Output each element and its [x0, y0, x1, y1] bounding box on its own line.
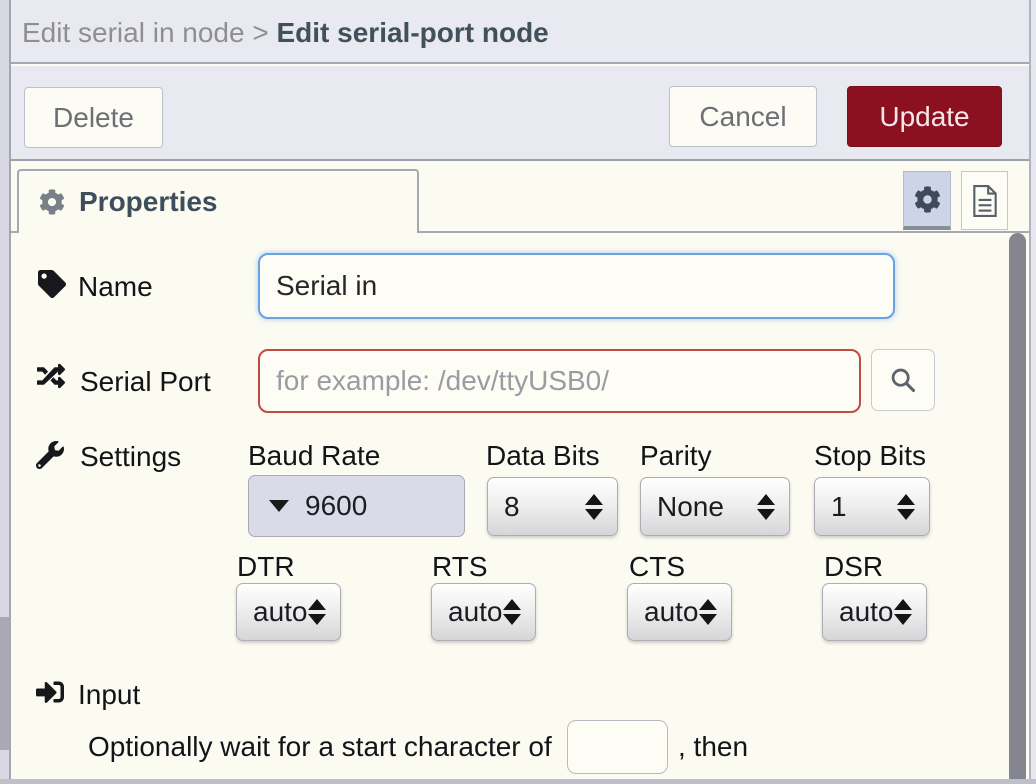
settings-label: Settings [80, 441, 182, 472]
page-bottom-edge [0, 779, 1036, 784]
rts-select[interactable]: auto [431, 583, 536, 641]
tab-properties-label: Properties [79, 186, 218, 217]
name-label: Name [78, 271, 153, 302]
dsr-header: DSR [824, 551, 884, 582]
breadcrumb-parent[interactable]: Edit serial in node [22, 17, 245, 48]
start-character-prefix: Optionally wait for a start character of [88, 731, 552, 762]
stop-bits-value: 1 [831, 490, 847, 522]
left-scrollbar-thumb[interactable] [0, 617, 9, 750]
serial-port-search-button[interactable] [871, 349, 935, 411]
tab-bar-underline [9, 231, 1036, 233]
cts-value: auto [644, 596, 699, 627]
page-left-gutter [0, 0, 9, 784]
rts-value: auto [448, 596, 503, 627]
up-down-stepper-icon [585, 493, 603, 520]
parity-header: Parity [640, 440, 712, 471]
input-section-label: Input [78, 679, 141, 710]
dsr-value: auto [839, 596, 894, 627]
start-character-input[interactable] [567, 720, 668, 774]
up-down-stepper-icon [897, 493, 915, 520]
gear-icon [39, 189, 65, 215]
breadcrumb: Edit serial in node > Edit serial-port n… [22, 17, 549, 49]
update-button[interactable]: Update [847, 86, 1002, 147]
up-down-stepper-icon [699, 599, 717, 625]
rts-header: RTS [432, 551, 488, 582]
data-bits-header: Data Bits [486, 440, 600, 471]
window-right-edge [1029, 0, 1031, 784]
name-input[interactable] [258, 253, 895, 319]
tab-properties[interactable]: Properties [17, 169, 419, 233]
stop-bits-select[interactable]: 1 [814, 477, 930, 536]
up-down-stepper-icon [503, 599, 521, 625]
dialog-header [9, 0, 1036, 64]
wrench-icon [36, 441, 64, 469]
baud-rate-header: Baud Rate [248, 440, 381, 471]
delete-button[interactable]: Delete [24, 87, 163, 148]
baud-rate-value: 9600 [305, 490, 368, 521]
scrollbar-thumb[interactable] [1009, 233, 1026, 784]
up-down-stepper-icon [308, 599, 326, 625]
parity-value: None [657, 490, 724, 522]
cancel-button[interactable]: Cancel [669, 86, 817, 147]
page-right-gutter [1031, 0, 1036, 784]
file-text-icon [972, 184, 998, 217]
parity-select[interactable]: None [640, 477, 790, 536]
up-down-stepper-icon [757, 493, 775, 520]
dtr-value: auto [253, 596, 308, 627]
serial-port-label: Serial Port [80, 366, 211, 397]
sign-in-icon [36, 678, 64, 706]
start-character-suffix: , then [678, 731, 749, 762]
stop-bits-header: Stop Bits [814, 440, 927, 471]
cts-header: CTS [629, 551, 685, 582]
breadcrumb-current: Edit serial-port node [276, 17, 549, 48]
cts-select[interactable]: auto [627, 583, 732, 641]
dialog-left-border [9, 0, 11, 784]
search-icon [889, 366, 917, 394]
up-down-stepper-icon [894, 599, 912, 625]
dtr-select[interactable]: auto [236, 583, 341, 641]
shuffle-icon [34, 362, 68, 390]
dsr-select[interactable]: auto [822, 583, 927, 641]
tag-icon [38, 270, 66, 298]
node-description-button[interactable] [961, 171, 1008, 230]
baud-rate-select[interactable]: 9600 [248, 475, 465, 537]
node-settings-button[interactable] [903, 171, 951, 230]
data-bits-select[interactable]: 8 [487, 477, 618, 536]
breadcrumb-separator: > [244, 17, 277, 48]
serial-port-input[interactable] [258, 349, 861, 413]
dtr-header: DTR [237, 551, 295, 582]
data-bits-value: 8 [504, 490, 520, 522]
caret-down-icon [269, 500, 289, 512]
gear-icon [914, 185, 941, 213]
